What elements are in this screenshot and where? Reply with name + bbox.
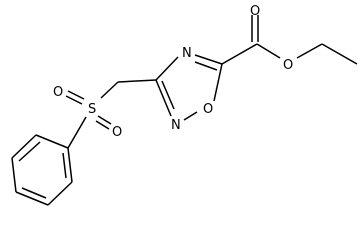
phenyl-ring bbox=[11, 134, 73, 206]
atom-label-ester-o: O bbox=[283, 58, 293, 73]
bond-c5-n4 bbox=[194, 54, 223, 65]
bond-s-o-left-2 bbox=[65, 95, 83, 105]
ethyl-ester-group bbox=[221, 15, 358, 65]
bond-s-phenyl bbox=[67, 116, 87, 149]
molecule-structure: N O N O O S O O bbox=[11, 4, 358, 206]
bond-ph-5-6 bbox=[47, 181, 73, 206]
bond-ch2-s bbox=[100, 81, 119, 99]
bond-ph-inner-a bbox=[18, 141, 41, 162]
bond-n4-c3 bbox=[155, 56, 179, 81]
bond-c3-n2-inner bbox=[161, 80, 175, 110]
structure-diagram: N O N O O S O O bbox=[11, 4, 358, 206]
bond-s-o-bottom-1 bbox=[97, 115, 112, 125]
bond-ph-6-1 bbox=[67, 147, 73, 183]
bond-o1-c5 bbox=[213, 63, 223, 102]
sulfonyl-methyl-group bbox=[65, 79, 157, 149]
bond-carbonyl-ester-o bbox=[256, 43, 281, 59]
bond-ph-4-5 bbox=[15, 191, 49, 206]
bond-ph-inner-c bbox=[62, 152, 67, 179]
bond-c5-n4-inner bbox=[194, 61, 218, 71]
oxadiazole-ring bbox=[155, 54, 223, 121]
bond-c3-n2 bbox=[155, 79, 172, 117]
bond-ph-2-3 bbox=[11, 134, 37, 159]
bond-s-o-left-1 bbox=[67, 90, 85, 100]
atom-label-sulfonyl-o-left: O bbox=[53, 85, 63, 100]
atom-label-sulfonyl-o-bottom: O bbox=[112, 125, 122, 140]
bond-ph-3-4 bbox=[11, 157, 17, 193]
atom-label-n-top: N bbox=[182, 46, 192, 61]
bond-c3-ch2 bbox=[117, 79, 157, 83]
bond-ph-inner-b bbox=[21, 187, 47, 199]
atom-label-o-ring: O bbox=[203, 102, 213, 117]
atom-label-n-bottom: N bbox=[171, 118, 181, 133]
bond-n2-o1 bbox=[183, 111, 198, 121]
bond-s-o-bottom-2 bbox=[95, 120, 110, 130]
bond-ch2-ch3 bbox=[321, 43, 358, 65]
atom-label-sulfur: S bbox=[88, 102, 96, 117]
bond-ph-1-2 bbox=[35, 134, 69, 149]
bond-ester-o-ch2 bbox=[296, 43, 323, 59]
bond-c5-carbonyl-c bbox=[221, 43, 258, 65]
atom-label-carbonyl-o: O bbox=[250, 4, 260, 19]
atom-labels: N O N O O S O O bbox=[53, 4, 293, 140]
